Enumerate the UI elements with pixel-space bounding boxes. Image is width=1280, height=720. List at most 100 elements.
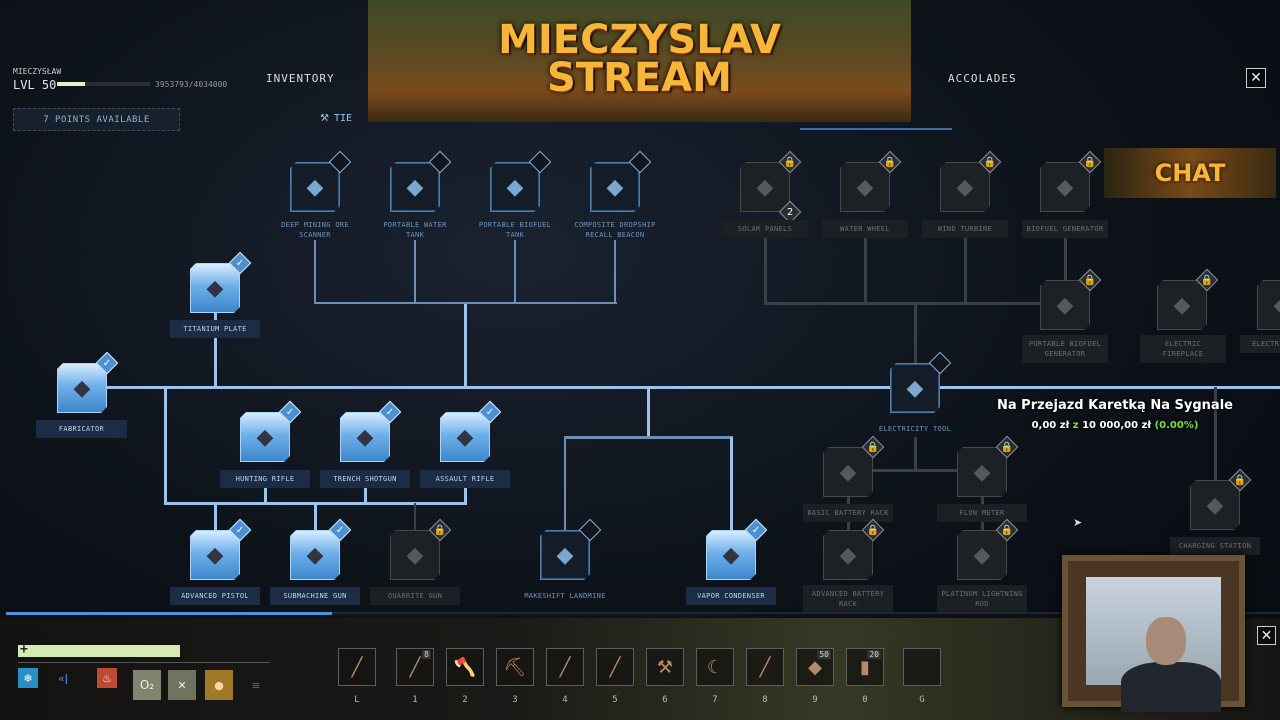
tree-node-label: ADVANCED PISTOL	[170, 587, 260, 605]
tab-accolades[interactable]: ACCOLADES	[948, 72, 1017, 85]
portable-water-tank-icon: ◆	[406, 174, 424, 200]
tree-node-label: TRENCH SHOTGUN	[320, 470, 410, 488]
speed-icon: «ǀ	[58, 671, 68, 685]
xp-value: 3953793/4034000	[155, 80, 228, 89]
tree-node-label: FABRICATOR	[36, 420, 127, 438]
hotbar-slot-6[interactable]: ⚒	[646, 648, 684, 686]
tree-node-deep-mining-ore-scanner[interactable]: ◆	[290, 150, 352, 212]
hotbar-slot-5[interactable]: ╱	[596, 648, 634, 686]
tree-node-label: SUBMACHINE GUN	[270, 587, 360, 605]
tree-node-charging-station[interactable]: ◆🔒	[1190, 468, 1252, 530]
tab-inventory[interactable]: INVENTORY	[266, 72, 335, 85]
node-frame	[890, 363, 940, 413]
tree-node-label: TITANIUM PLATE	[170, 320, 260, 338]
hotbar-slot-0[interactable]: ▮20	[846, 648, 884, 686]
hotbar-slot-2[interactable]: 🪓	[446, 648, 484, 686]
tree-node-titanium-plate[interactable]: ◆✓	[190, 251, 252, 313]
cold-icon: ❄	[18, 668, 38, 688]
hotbar-slot-9[interactable]: ◆50	[796, 648, 834, 686]
hotbar-key: 8	[762, 695, 768, 705]
tree-node-advanced-battery-rack[interactable]: ◆🔒	[823, 518, 885, 580]
node-frame	[340, 412, 390, 462]
tree-node-label: ASSAULT RIFLE	[420, 470, 510, 488]
tree-node-label: WATER WHEEL	[822, 220, 908, 238]
basic-battery-rack-icon: ◆	[839, 459, 857, 485]
sickle-icon: ☾	[706, 656, 724, 678]
tree-node-label: ELECTRIC	[1240, 335, 1280, 353]
tree-node-label: DEEP MINING ORE SCANNER	[281, 221, 349, 239]
hud-divider	[18, 662, 270, 663]
tree-node-flow-meter[interactable]: ◆🔒	[957, 435, 1019, 497]
node-frame	[390, 162, 440, 212]
tree-node-composite-dropship-recall-beacon[interactable]: ◆	[590, 150, 652, 212]
tree-node-fabricator[interactable]: ◆✓	[57, 351, 119, 413]
tree-node-hunting-rifle[interactable]: ◆✓	[240, 400, 302, 462]
tree-node-solar-panels[interactable]: ◆🔒2	[740, 150, 802, 224]
advanced-battery-rack-icon: ◆	[839, 542, 857, 568]
item-count: 50	[817, 650, 831, 659]
trench-shotgun-icon: ◆	[356, 424, 374, 450]
hotbar-key: 0	[862, 695, 868, 705]
knife-icon: ╱	[609, 656, 621, 678]
hotbar-key: 4	[562, 695, 568, 705]
item-count: 8	[422, 650, 431, 659]
deep-mining-ore-scanner-icon: ◆	[306, 174, 324, 200]
tree-node-label: HUNTING RIFLE	[220, 470, 310, 488]
portable-biofuel-tank-icon: ◆	[506, 174, 524, 200]
tree-node-label: ELECTRIC FIREPLACE	[1140, 335, 1226, 363]
tree-node-portable-biofuel-generator[interactable]: ◆🔒	[1040, 268, 1102, 330]
tree-node-electric-cut[interactable]: ◆🔒	[1257, 280, 1280, 330]
hotbar-slot-4[interactable]: ╱	[546, 648, 584, 686]
tree-scrollbar[interactable]	[6, 612, 1280, 614]
tree-node-makeshift-landmine[interactable]: ◆	[540, 518, 602, 580]
tree-node-portable-biofuel-tank[interactable]: ◆	[490, 150, 552, 212]
hotbar-slot-G[interactable]	[903, 648, 941, 686]
close-icon: ✕	[1250, 70, 1262, 86]
stamina-icon: ≡	[251, 678, 261, 692]
hotbar-slot-L[interactable]: ╱	[338, 648, 376, 686]
tree-node-electricity-tool[interactable]: ◆	[890, 351, 952, 413]
tree-node-quarrite-gun[interactable]: ◆🔒	[390, 518, 452, 580]
donation-goal-amount: 0,00 zł z 10 000,00 zł (0.00%)	[990, 420, 1240, 431]
solar-panels-icon: ◆	[756, 174, 774, 200]
tree-scrollbar-thumb[interactable]	[6, 612, 332, 615]
tree-node-basic-battery-rack[interactable]: ◆🔒	[823, 435, 885, 497]
tab-tier-label: TIE	[333, 113, 353, 124]
tree-node-platinum-lightning-rod[interactable]: ◆🔒	[957, 518, 1019, 580]
tree-node-portable-water-tank[interactable]: ◆	[390, 150, 452, 212]
hotbar-slot-3[interactable]: ⛏	[496, 648, 534, 686]
hotbar-slot-1[interactable]: ╱8	[396, 648, 434, 686]
node-frame	[190, 263, 240, 313]
tree-node-label: BASIC BATTERY RACK	[803, 504, 893, 522]
node-frame	[490, 162, 540, 212]
tree-node-vapor-condenser[interactable]: ◆✓	[706, 518, 768, 580]
tree-node-electric-fireplace[interactable]: ◆🔒	[1157, 268, 1219, 330]
tree-node-assault-rifle[interactable]: ◆✓	[440, 400, 502, 462]
tree-node-trench-shotgun[interactable]: ◆✓	[340, 400, 402, 462]
tree-node-label: FLOW METER	[937, 504, 1027, 522]
tree-node-biofuel-generator[interactable]: ◆🔒	[1040, 150, 1102, 212]
tree-node-wind-turbine[interactable]: ◆🔒	[940, 150, 1002, 212]
tree-node-advanced-pistol[interactable]: ◆✓	[190, 518, 252, 580]
tree-node-water-wheel[interactable]: ◆🔒	[840, 150, 902, 212]
tree-node-submachine-gun[interactable]: ◆✓	[290, 518, 352, 580]
hotbar-slot-8[interactable]: ╱	[746, 648, 784, 686]
hotbar-slot-7[interactable]: ☾	[696, 648, 734, 686]
node-frame	[940, 162, 990, 212]
hotbar-key: L	[354, 695, 360, 705]
hotbar-key: 6	[662, 695, 668, 705]
flow-meter-icon: ◆	[973, 459, 991, 485]
charging-station-icon: ◆	[1206, 492, 1224, 518]
node-frame	[957, 530, 1007, 580]
hotbar-key: G	[919, 695, 925, 705]
spear-icon: ╱	[759, 656, 771, 678]
close-overlay-button[interactable]: ✕	[1257, 626, 1276, 645]
tree-node-label: ELECTRICITY TOOL	[878, 425, 952, 433]
item-count: 20	[867, 650, 881, 659]
close-button[interactable]: ✕	[1246, 68, 1266, 88]
tab-tier[interactable]: ⚒ TIE	[320, 113, 352, 124]
tree-node-label: COMPOSITE DROPSHIP RECALL BEACON	[574, 221, 656, 239]
ore-icon: ◆	[808, 656, 822, 678]
wrench-icon: ⚒	[320, 113, 329, 124]
node-frame	[390, 530, 440, 580]
